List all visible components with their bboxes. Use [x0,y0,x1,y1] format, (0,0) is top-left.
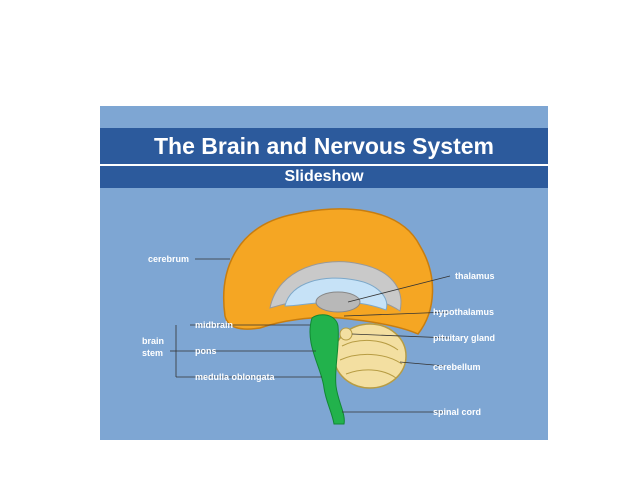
slide-subtitle: Slideshow [100,166,548,188]
label-medulla-oblongata: medulla oblongata [195,372,276,382]
label-spinal-cord: spinal cord [433,407,481,417]
label-brain: brain [142,336,164,346]
pituitary-shape [339,327,353,341]
label-cerebellum: cerebellum [433,362,481,372]
label-pituitary-gland: pituitary gland [433,333,495,343]
label-thalamus: thalamus [455,271,495,281]
slide: The Brain and Nervous System Slideshow [100,106,548,440]
label-pons: pons [195,346,217,356]
label-stem: stem [142,348,163,358]
label-hypothalamus: hypothalamus [433,307,494,317]
label-cerebrum: cerebrum [148,254,189,264]
thalamus-shape [315,291,361,313]
label-midbrain: midbrain [195,320,233,330]
brain-diagram: cerebrum thalamus hypothalamus midbrain … [142,208,495,425]
slide-title: The Brain and Nervous System [100,128,548,164]
